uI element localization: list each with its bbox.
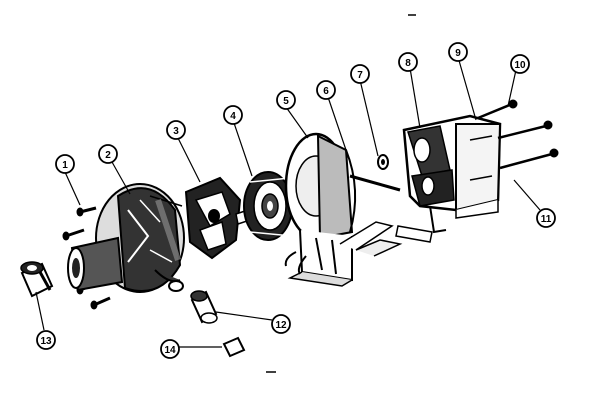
part-key	[222, 336, 246, 358]
callout-14: 14	[160, 339, 180, 359]
part-shaft-and-washer	[349, 154, 401, 192]
callout-5: 5	[276, 90, 296, 110]
callout-7: 7	[350, 64, 370, 84]
callout-8: 8	[398, 52, 418, 72]
part-bracket-bolt	[499, 148, 559, 170]
svg-text:6: 6	[323, 86, 329, 97]
leader-lines	[35, 56, 541, 348]
svg-text:10: 10	[514, 60, 526, 71]
svg-text:8: 8	[405, 58, 411, 69]
callout-1: 1	[55, 154, 75, 174]
callout-6: 6	[316, 80, 336, 100]
svg-text:12: 12	[275, 320, 287, 331]
part-seal-plate	[243, 171, 293, 241]
callout-12: 12	[271, 314, 291, 334]
callout-11: 11	[536, 208, 556, 228]
svg-text:1: 1	[62, 160, 68, 171]
part-bushing	[190, 290, 218, 324]
svg-text:13: 13	[40, 336, 52, 347]
svg-text:5: 5	[283, 96, 289, 107]
callout-4: 4	[223, 105, 243, 125]
svg-text:9: 9	[455, 48, 461, 59]
part-impeller	[184, 176, 251, 260]
callout-9: 9	[448, 42, 468, 62]
svg-text:11: 11	[541, 214, 552, 225]
part-motor-frame	[395, 114, 502, 243]
callout-3: 3	[166, 120, 186, 140]
svg-text:4: 4	[230, 111, 236, 122]
callout-10: 10	[510, 54, 530, 74]
part-through-bolts	[477, 99, 553, 140]
svg-text:14: 14	[164, 345, 176, 356]
part-coupling-sleeve	[20, 261, 54, 298]
svg-text:2: 2	[105, 150, 111, 161]
svg-text:3: 3	[173, 126, 179, 137]
callout-2: 2	[98, 144, 118, 164]
part-motor-end-bell	[284, 132, 403, 287]
part-pump-housing	[67, 183, 185, 293]
callout-13: 13	[36, 330, 56, 350]
svg-text:7: 7	[357, 70, 363, 81]
